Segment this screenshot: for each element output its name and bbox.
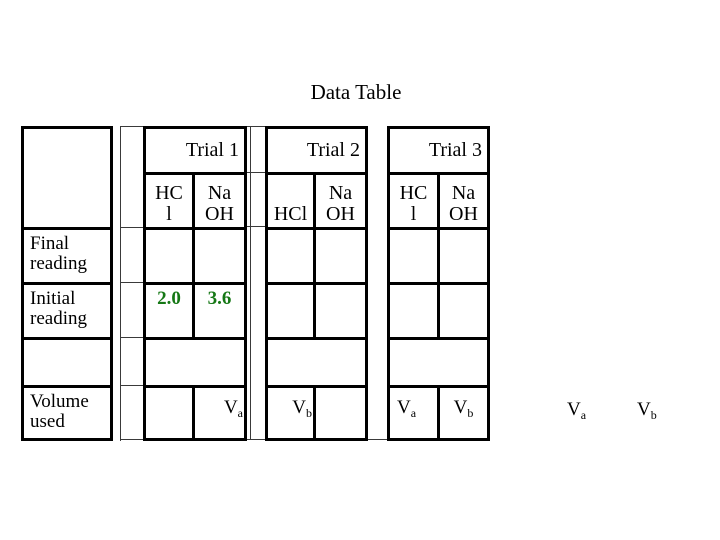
trial-1-naoh-header: Na OH [205,182,234,225]
grid-line [192,172,195,337]
gap-grid-line [120,337,143,338]
vb-label: Vb [292,397,312,420]
floating-vb-label: Vb [637,399,657,422]
gap-grid-line [120,282,143,283]
trial-2-volume-hcl-cell: Vb [268,388,313,435]
grid-line [268,282,365,285]
gap-grid-line [120,126,143,127]
grid-line [146,282,244,285]
gap-grid-line [120,126,121,441]
grid-line [268,385,365,388]
grid-line [24,227,110,230]
trial-3-volume-hcl-cell: Va [390,388,437,435]
trial-3-hcl-header: HC l [399,182,428,225]
trial-1-initial-naoh-value: 3.6 [207,288,232,309]
trial-3-naoh-header: Na OH [449,182,478,225]
gap-grid-line [247,126,265,127]
gap-grid-line [250,126,251,439]
page-title: Data Table [310,80,402,104]
gap-grid-line [120,385,143,386]
row-label-volume: Volume used [30,391,89,432]
row-label-initial: Initial reading [30,288,87,329]
trial-1-initial-hcl-value: 2.0 [157,288,181,309]
trial-1-title: Trial 1 [185,139,239,161]
trial-2-title: Trial 2 [306,139,360,161]
trial-1-volume-naoh-cell: Va [195,388,244,435]
trial-3-box: Trial 3 HC l Na OH Va Vb [387,126,490,441]
trial-2-hcl-header: HCl [273,203,308,225]
grid-line [146,385,244,388]
grid-line [268,172,365,175]
va-label: Va [223,397,243,420]
trial-3-title: Trial 3 [428,139,482,161]
gap-grid-line [247,439,265,440]
gap-grid-line [120,227,143,228]
grid-line [437,172,440,337]
grid-line [146,337,244,340]
grid-line [390,337,487,340]
trial-2-box: Trial 2 HCl Na OH Vb [265,126,368,441]
grid-line [192,385,195,438]
trial-3-volume-naoh-cell: Vb [440,388,487,435]
grid-line [268,227,365,230]
grid-line [313,385,316,438]
gap-grid-line [120,439,143,440]
va-label: Va [397,397,417,420]
row-label-column: Final reading Initial reading Volume use… [21,126,113,441]
grid-line [24,337,110,340]
grid-line [313,172,316,337]
gap-grid-line [368,439,387,440]
vb-label: Vb [453,397,474,420]
grid-line [24,385,110,388]
trial-2-naoh-header: Na OH [326,182,355,225]
gap-grid-line [247,226,265,227]
grid-line [268,337,365,340]
trial-1-hcl-header: HC l [155,182,183,225]
trial-1-box: Trial 1 HC l Na OH 2.0 3.6 Va [143,126,247,441]
floating-va-label: Va [567,399,587,422]
grid-line [146,172,244,175]
grid-line [24,282,110,285]
grid-line [437,385,440,438]
row-label-final: Final reading [30,233,87,274]
gap-grid-line [247,172,265,173]
grid-line [146,227,244,230]
